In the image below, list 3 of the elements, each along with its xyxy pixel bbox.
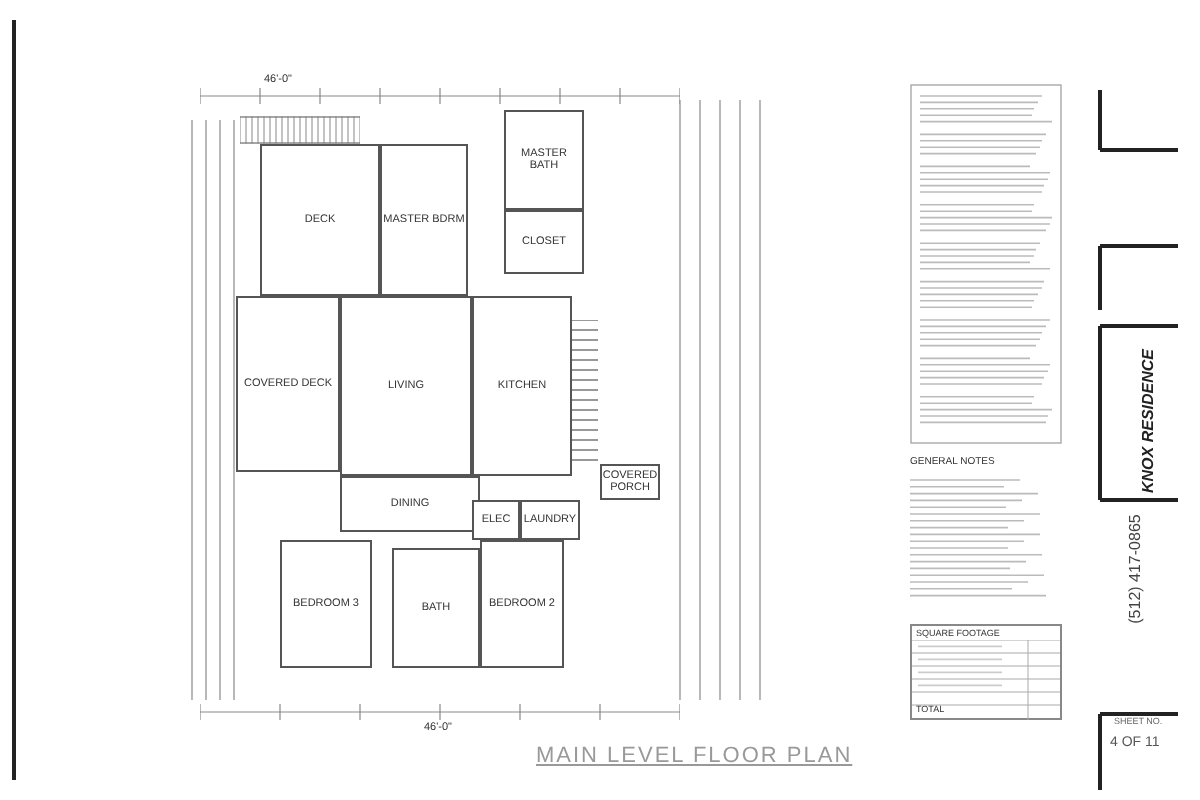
drawing-title: MAIN LEVEL FLOOR PLAN bbox=[536, 744, 853, 768]
phone-number: (512) 417-0865 bbox=[1125, 514, 1144, 624]
project-title: KNOX RESIDENCE bbox=[1139, 349, 1157, 493]
